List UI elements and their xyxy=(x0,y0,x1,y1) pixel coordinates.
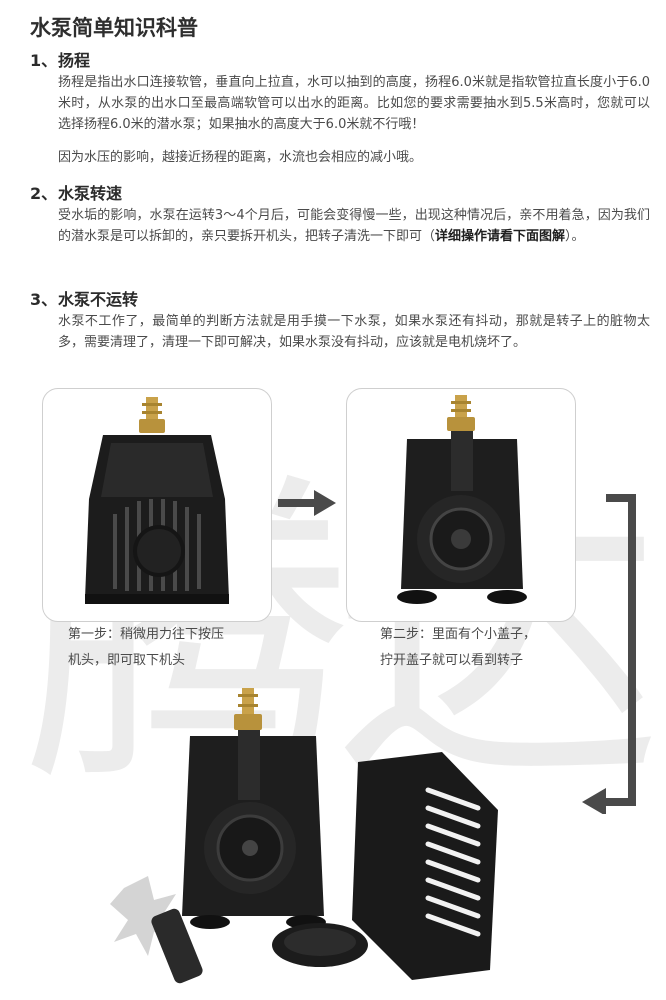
pump-disassembled-image xyxy=(110,688,498,984)
section-pump-speed: 2、水泵转速 受水垢的影响，水泵在运转3～4个月后，可能会变得慢一些，出现这种情… xyxy=(30,183,650,247)
pump-front-image xyxy=(85,397,229,604)
step1-photo-frame xyxy=(42,388,272,622)
section-number: 1、 xyxy=(30,51,58,70)
section-paragraph: 受水垢的影响，水泵在运转3～4个月后，可能会变得慢一些，出现这种情况后，亲不用着… xyxy=(58,205,650,247)
pump-open-image xyxy=(397,395,527,604)
step1-caption: 第一步：稍微用力往下按压 机头，即可取下机头 xyxy=(68,622,224,674)
section-heading: 1、扬程 xyxy=(30,50,650,72)
caption-line: 第二步：里面有个小盖子， xyxy=(380,627,537,642)
section-number: 2、 xyxy=(30,184,58,203)
caption-line: 拧开盖子就可以看到转子 xyxy=(380,653,524,668)
section-title: 水泵转速 xyxy=(58,184,123,203)
section-head-lift: 1、扬程 扬程是指出水口连接软管，垂直向上拉直，水可以抽到的高度，扬程6.0米就… xyxy=(30,50,650,168)
diagram-reference-text: 详细操作请看下面图解 xyxy=(435,229,566,244)
section-paragraph: 扬程是指出水口连接软管，垂直向上拉直，水可以抽到的高度，扬程6.0米就是指软管拉… xyxy=(58,75,650,132)
paragraph-text: 受水垢的影响，水泵在运转3～4个月后，可能会变得慢一些，出现这种情况后，亲不用着… xyxy=(58,208,650,244)
section-title: 水泵不运转 xyxy=(58,290,139,309)
arrow-bracket-icon xyxy=(582,494,636,814)
section-heading: 3、水泵不运转 xyxy=(30,289,650,311)
section-number: 3、 xyxy=(30,290,58,309)
section-paragraph: 因为水压的影响，越接近扬程的距离，水流也会相应的减小哦。 xyxy=(58,150,423,165)
paragraph-text: ）。 xyxy=(565,229,585,244)
section-heading: 2、水泵转速 xyxy=(30,183,650,205)
caption-line: 机头，即可取下机头 xyxy=(68,653,186,668)
caption-line: 第一步：稍微用力往下按压 xyxy=(68,627,225,642)
section-paragraph: 水泵不工作了，最简单的判断方法就是用手摸一下水泵，如果水泵还有抖动，那就是转子上… xyxy=(58,314,650,350)
step2-photo-frame xyxy=(346,388,576,622)
step2-caption: 第二步：里面有个小盖子， 拧开盖子就可以看到转子 xyxy=(380,622,536,674)
page-title: 水泵简单知识科普 xyxy=(30,16,198,40)
section-title: 扬程 xyxy=(58,51,91,70)
arrow-right-icon xyxy=(278,490,336,516)
section-pump-not-running: 3、水泵不运转 水泵不工作了，最简单的判断方法就是用手摸一下水泵，如果水泵还有抖… xyxy=(30,289,650,353)
